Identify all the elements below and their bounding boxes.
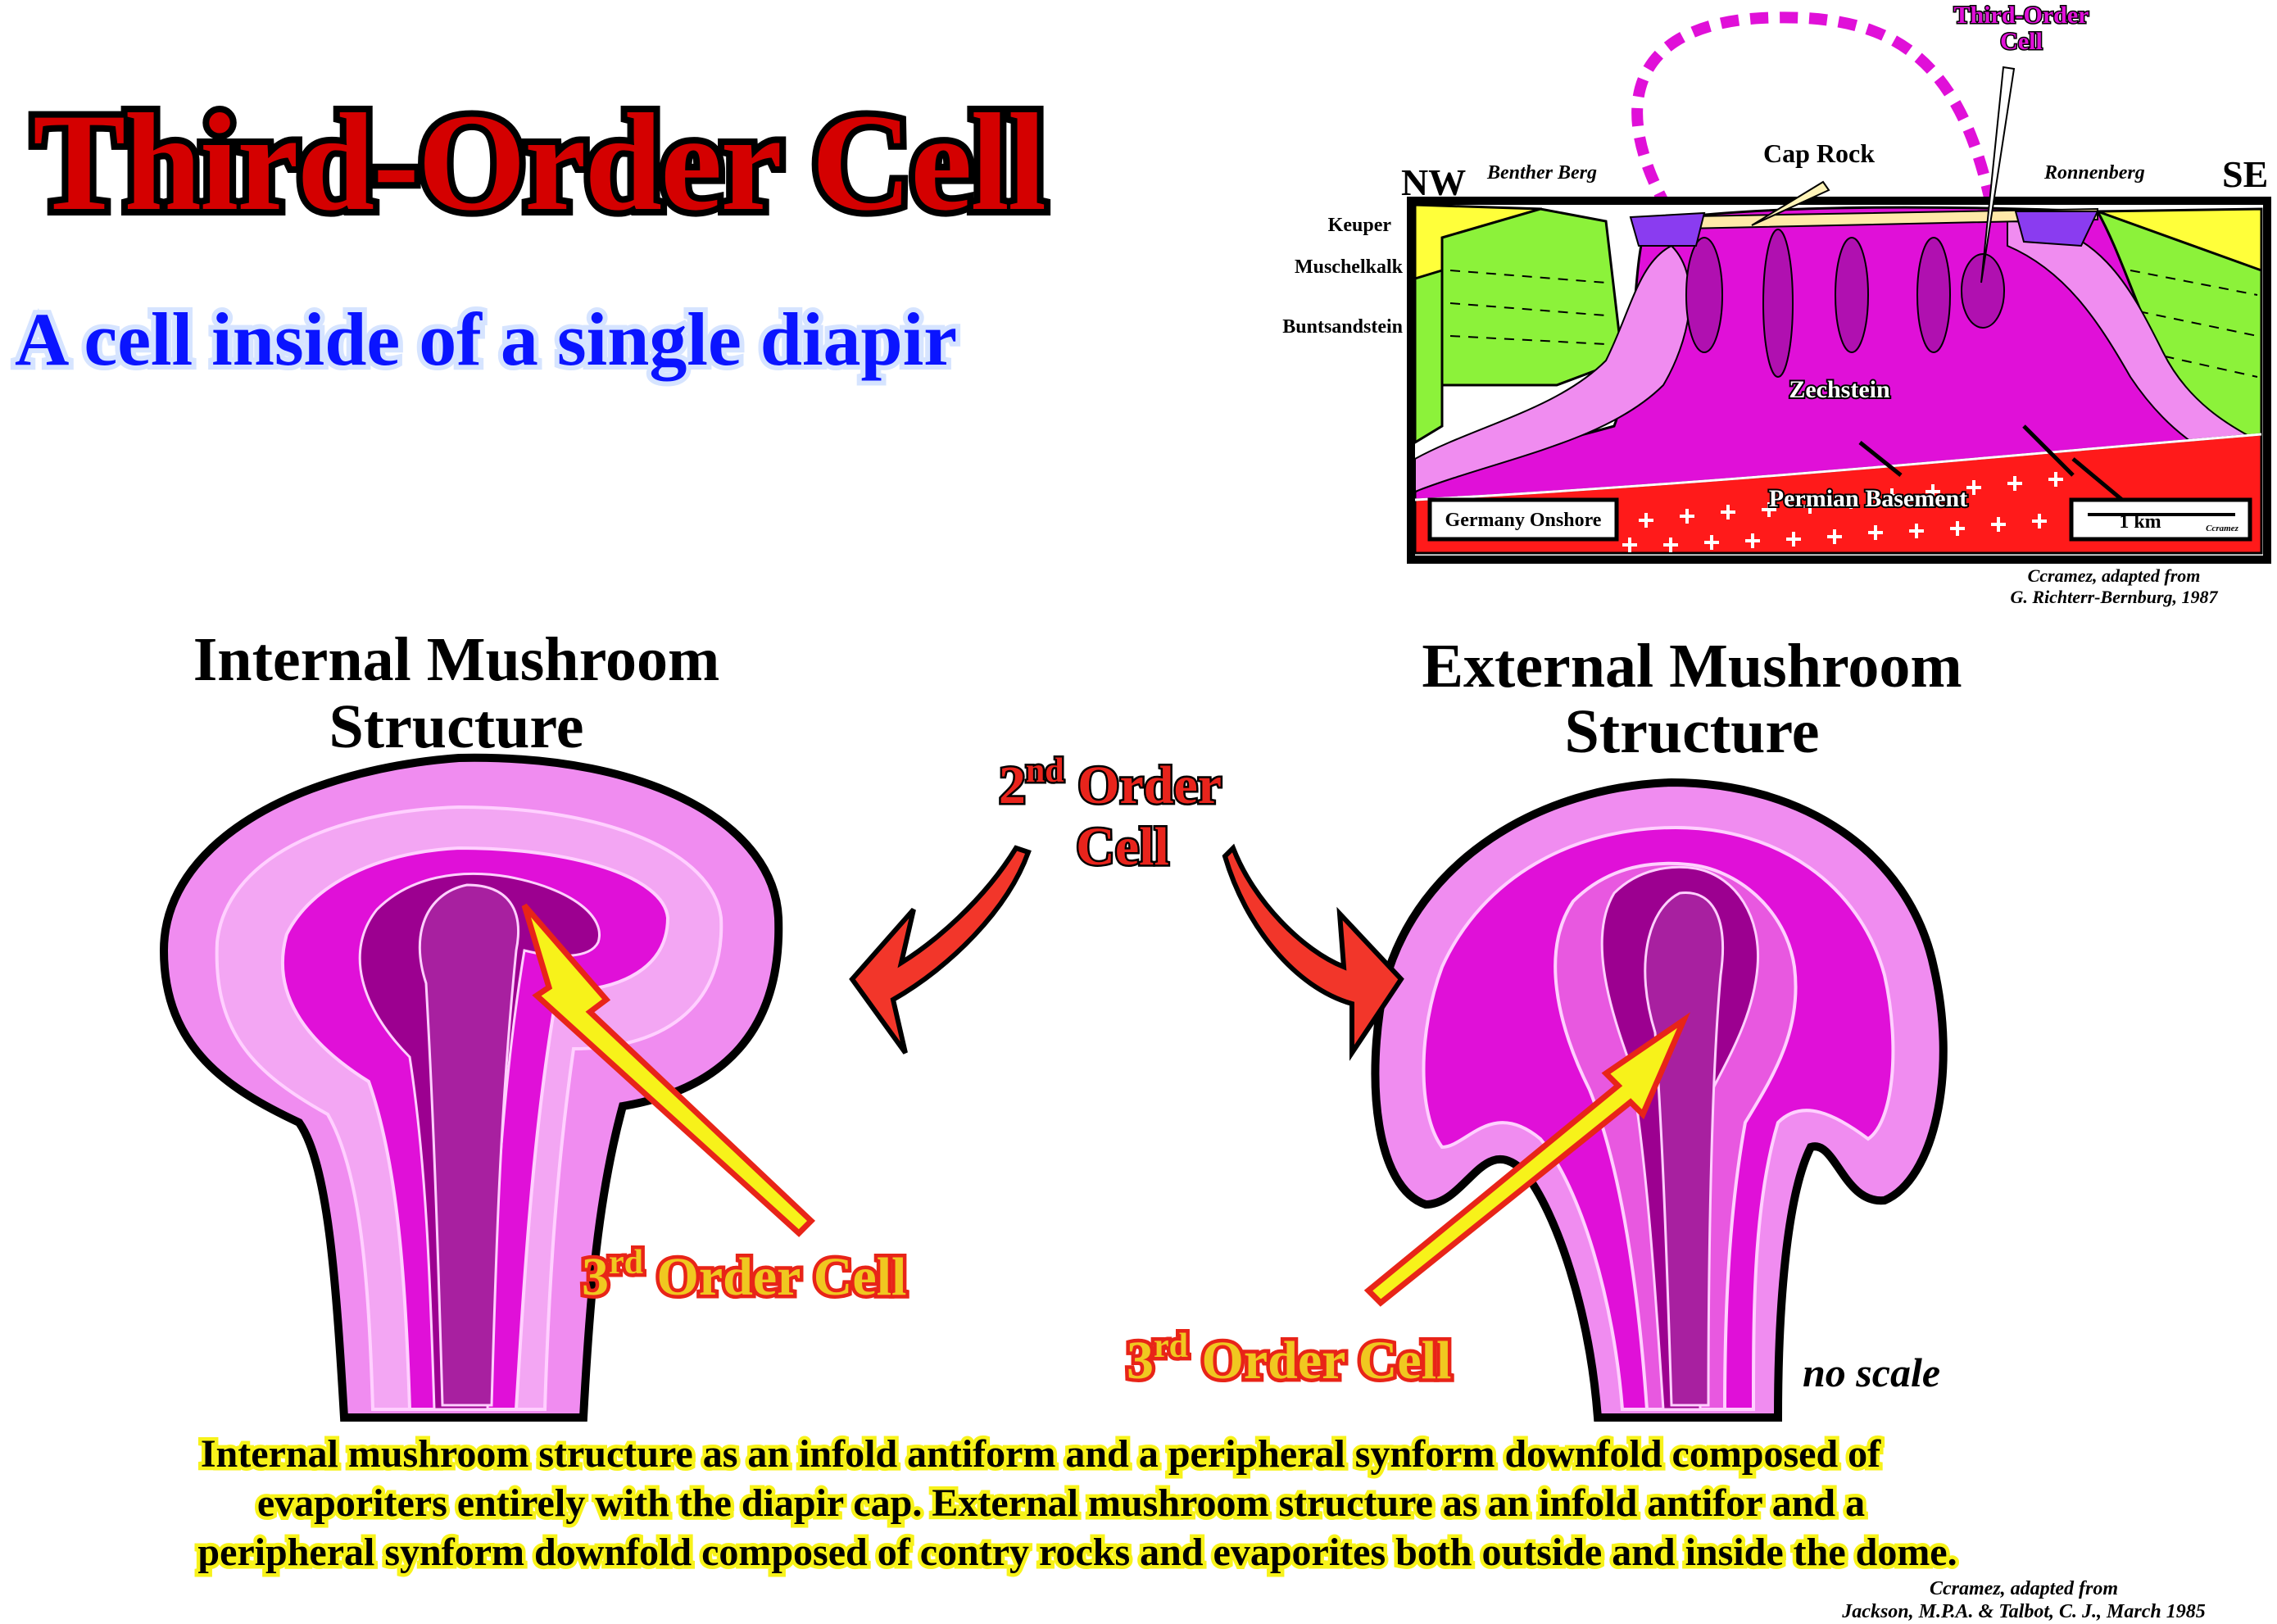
third-order-arrow-internal bbox=[521, 903, 816, 1237]
third-order-cell-arc bbox=[1631, 11, 1997, 212]
scale-label: 1 km bbox=[2119, 511, 2161, 533]
zechstein-pink-left bbox=[1414, 244, 1691, 493]
se-label: SE bbox=[2222, 153, 2268, 195]
caption-line1: Internal mushroom structure as an infold… bbox=[201, 1432, 1881, 1476]
salt-cell-2 bbox=[1762, 229, 1794, 378]
salt-cell-1 bbox=[1685, 237, 1723, 353]
external-cell-label: 3rd Order Cell bbox=[1127, 1327, 1451, 1390]
second-order-label-line2: Cell bbox=[1076, 817, 1169, 877]
nw-label: NW bbox=[1401, 161, 1466, 203]
permian-basement-label: Permian Basement bbox=[1769, 485, 1967, 512]
cross-section-figure: NW SE Benther Berg Ronnenberg Cap Rock T… bbox=[1282, 1, 2271, 607]
cap-rock-pointer bbox=[1751, 180, 1830, 226]
internal-cell-label: 3rd Order Cell bbox=[582, 1244, 906, 1307]
buntsandstein-label: Buntsandstein bbox=[1282, 316, 1403, 338]
cap-purple-right bbox=[2014, 211, 2099, 247]
cross-section-credit-line1: Ccramez, adapted from bbox=[2028, 565, 2201, 586]
internal-heading-line1: Internal Mushroom bbox=[193, 625, 720, 694]
external-heading-line1: External Mushroom bbox=[1422, 632, 1962, 701]
credit-line2: Jackson, M.P.A. & Talbot, C. J., March 1… bbox=[1841, 1601, 2205, 1622]
internal-mushroom bbox=[159, 753, 783, 1422]
keuper-label: Keuper bbox=[1328, 215, 1392, 236]
salt-cell-4 bbox=[1916, 237, 1951, 353]
page-subtitle: A cell inside of a single diapir bbox=[15, 297, 957, 381]
buntsandstein-layer-left bbox=[1413, 268, 1444, 445]
second-order-arrow-left bbox=[849, 845, 1032, 1055]
third-order-arrow-external bbox=[1363, 1012, 1691, 1307]
internal-heading-line2: Structure bbox=[329, 692, 584, 761]
location-label: Germany Onshore bbox=[1445, 510, 1602, 531]
credit-line1: Ccramez, adapted from bbox=[1930, 1578, 2118, 1599]
third-order-pointer bbox=[1980, 66, 2016, 284]
muschelkalk-label: Muschelkalk bbox=[1295, 256, 1404, 278]
cap-rock-label: Cap Rock bbox=[1763, 138, 1875, 168]
salt-cell-3 bbox=[1835, 237, 1869, 353]
zechstein-label: Zechstein bbox=[1789, 376, 1890, 403]
benther-berg-label: Benther Berg bbox=[1486, 162, 1597, 184]
no-scale-label: no scale bbox=[1803, 1350, 1940, 1395]
scale-box bbox=[2069, 497, 2252, 542]
cross-section-credit-line2: G. Richterr-Bernburg, 1987 bbox=[2010, 587, 2218, 607]
third-order-cell-label-line1: Third-Order bbox=[1954, 2, 2089, 29]
page-title: Third-Order Cell bbox=[33, 85, 1045, 239]
scale-credit: Ccramez bbox=[2206, 524, 2238, 533]
ronnenberg-label: Ronnenberg bbox=[2043, 162, 2145, 184]
third-order-cell-label-line2: Cell bbox=[2000, 28, 2043, 55]
second-order-arrow-right bbox=[1222, 843, 1404, 1061]
muschelkalk-layer-left bbox=[1440, 207, 1624, 387]
caption-line3: peripheral synform downfold composed of … bbox=[197, 1531, 1957, 1574]
external-mushroom bbox=[1371, 778, 1948, 1422]
caption-line2: evaporiters entirely with the diapir cap… bbox=[257, 1481, 1865, 1525]
basement-top-line bbox=[1414, 433, 2262, 501]
second-order-label-line1: 2nd Order bbox=[999, 752, 1222, 815]
external-heading-line2: Structure bbox=[1565, 697, 1820, 766]
location-box bbox=[1427, 497, 1619, 542]
cap-purple-left bbox=[1629, 211, 1706, 247]
salt-cell-5 bbox=[1961, 253, 2005, 329]
